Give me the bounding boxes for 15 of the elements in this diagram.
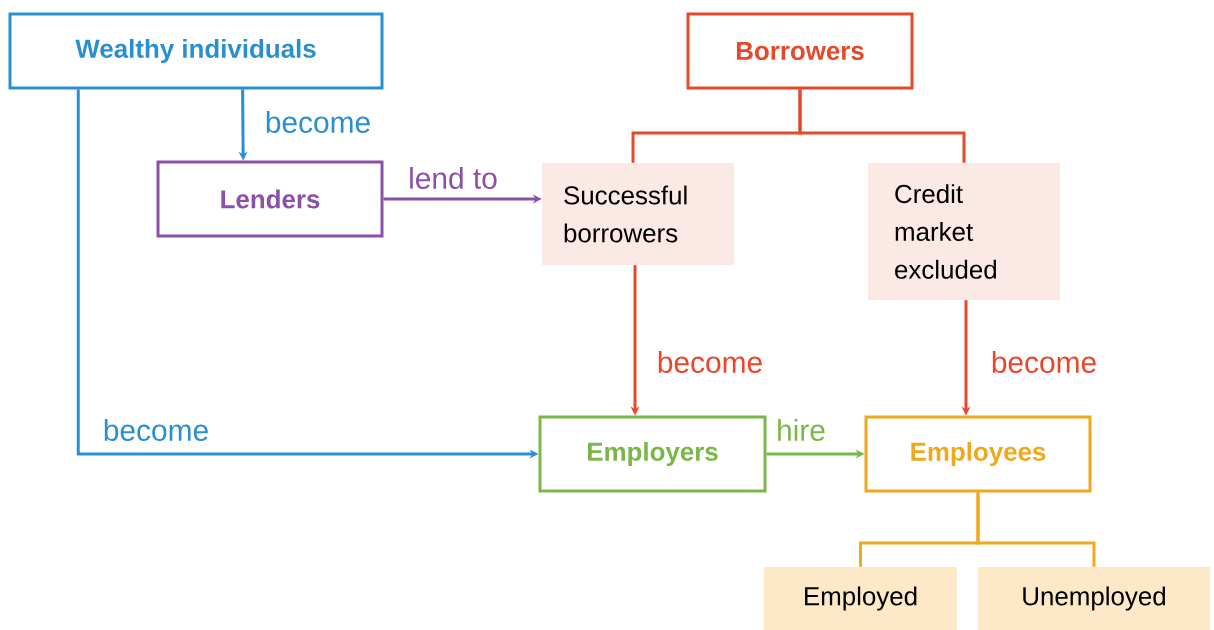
category-box: Employers <box>538 415 767 493</box>
edge-label: become <box>989 350 1099 374</box>
group-box: Credit market excluded <box>868 163 1060 300</box>
outcome-box: Unemployed <box>978 567 1210 630</box>
edge-label: become <box>655 350 765 374</box>
group-box: Successful borrowers <box>542 163 734 265</box>
outcome-box: Employed <box>764 567 957 630</box>
edge-label: hire <box>775 418 827 442</box>
edge-label: become <box>101 418 211 442</box>
category-box: Lenders <box>156 160 384 238</box>
category-box: Borrowers <box>686 12 914 90</box>
category-box: Employees <box>864 415 1092 493</box>
edge-label: become <box>263 110 373 134</box>
edge-label: lend to <box>407 166 499 190</box>
category-box: Wealthy individuals <box>8 12 384 90</box>
